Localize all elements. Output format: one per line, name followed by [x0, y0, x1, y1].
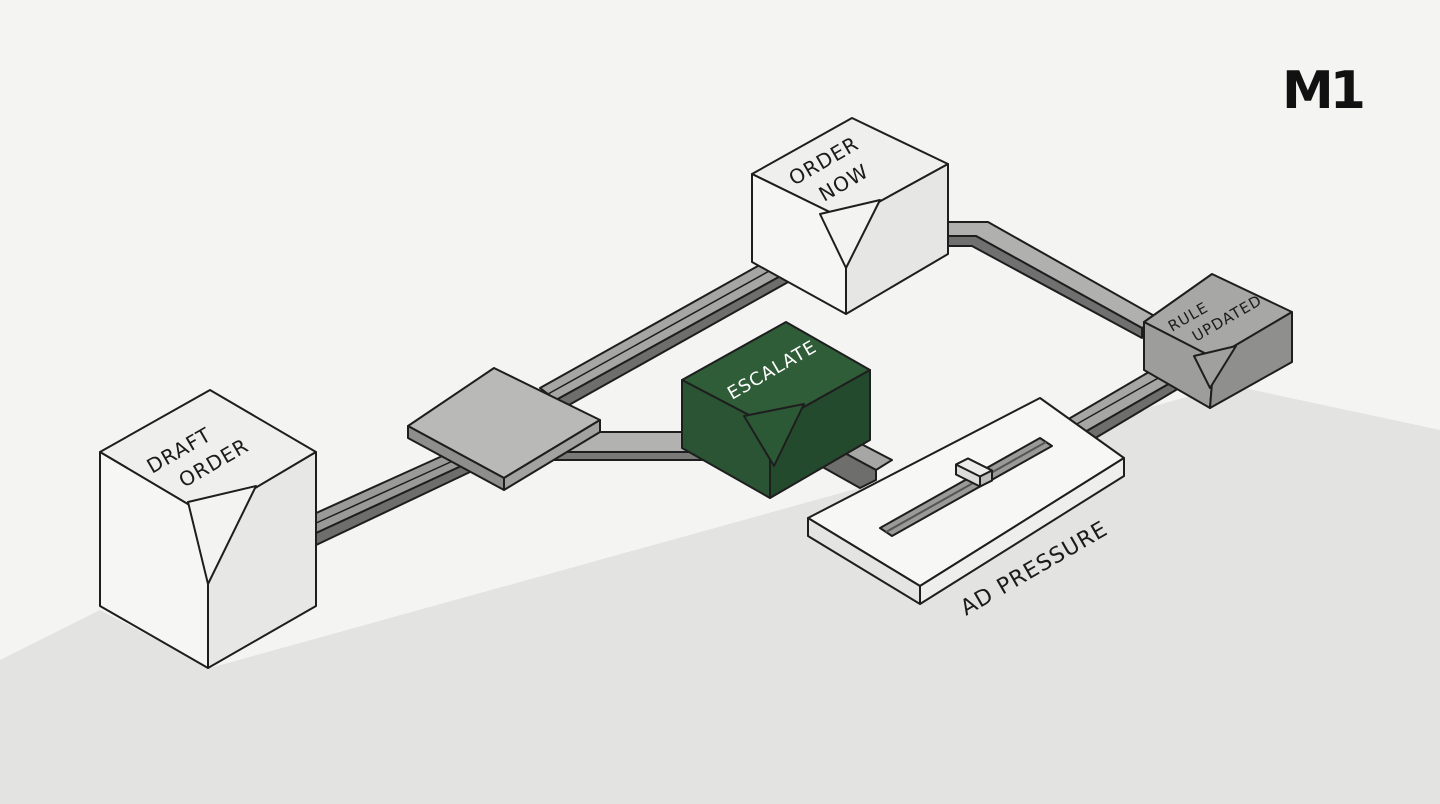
node-escalate: ESCALATE	[681, 321, 871, 499]
junction-plate	[407, 367, 601, 491]
rail-draft-to-hub	[313, 447, 471, 547]
brand-logo: M1	[1282, 61, 1363, 121]
slider-handle[interactable]	[955, 457, 993, 488]
ad-pressure-slider[interactable]	[879, 437, 1053, 537]
rail-order-now-to-rule-updated	[947, 221, 1159, 339]
node-draft-order: DRAFT ORDER	[99, 389, 317, 669]
node-order-now: ORDER NOW	[751, 117, 949, 315]
node-rule-updated: RULE UPDATED	[1143, 273, 1293, 409]
